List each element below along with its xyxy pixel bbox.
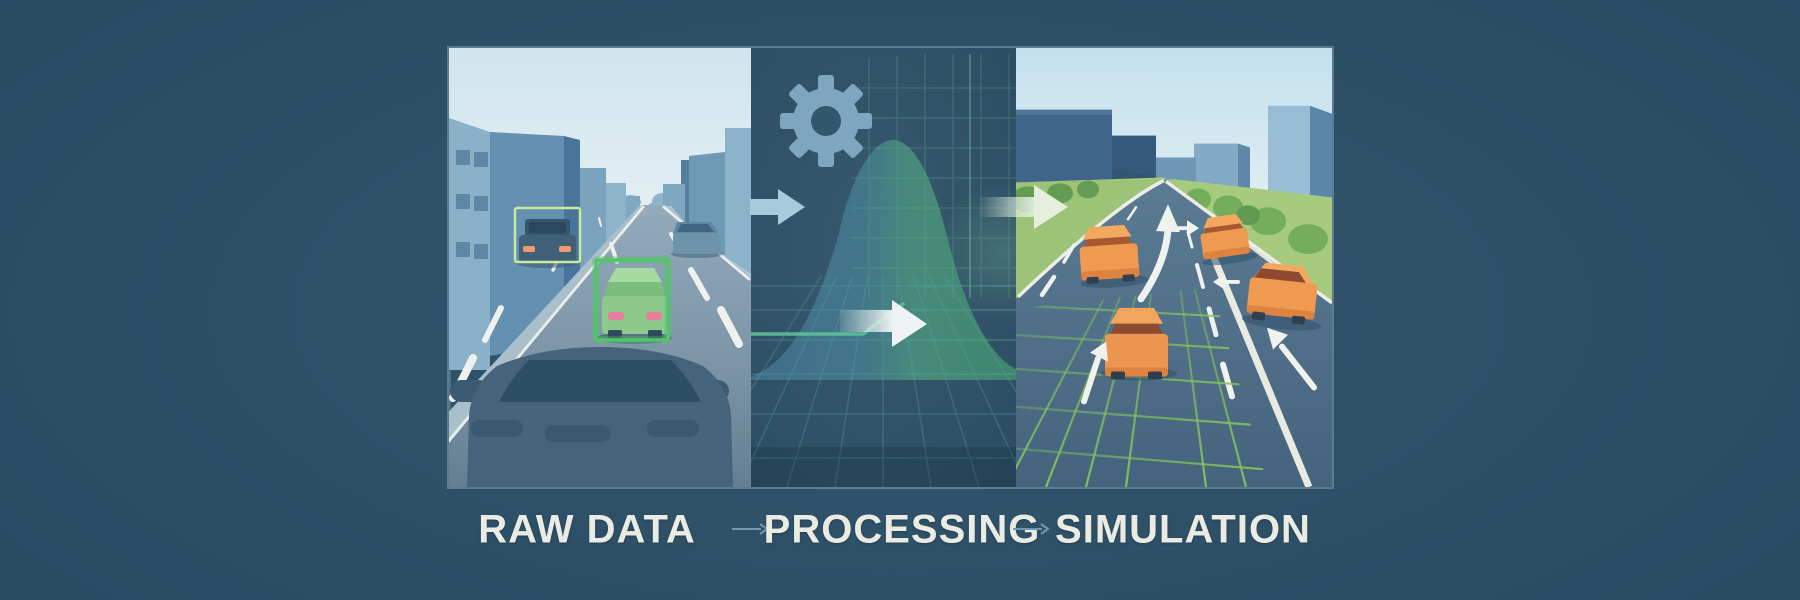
detection-bounding-box-main: [594, 258, 670, 342]
detection-bounding-box-small: [513, 206, 582, 264]
simulated-car-3: [1241, 262, 1322, 331]
bell-curve: [751, 140, 1016, 380]
stage-connector-arrow-icon: [1013, 523, 1050, 535]
processing-scene: [751, 48, 1016, 487]
lane-line-thick: [1208, 251, 1313, 487]
bottom-vignette: [751, 447, 1016, 487]
gear-icon: [780, 75, 872, 167]
ego-car: [450, 347, 733, 487]
simulated-car-4: [1101, 307, 1177, 381]
road-edge-left: [1016, 178, 1165, 299]
stage-label-processing: PROCESSING: [763, 507, 1041, 552]
panel-simulation: [1016, 48, 1332, 487]
raw-data-scene: [449, 48, 751, 487]
stage-label-simulation: SIMULATION: [1055, 507, 1311, 552]
simulated-car-2: [1200, 213, 1258, 266]
detected-car-green: [596, 268, 672, 344]
detected-car-dark: [516, 219, 578, 268]
analysis-grid: [851, 54, 1016, 298]
panel-raw-data: [449, 48, 751, 487]
trajectory-arrows: [1081, 204, 1317, 405]
pipeline-banner: [447, 46, 1334, 489]
car-right-lane: [671, 222, 723, 258]
simulated-car-1: [1079, 224, 1149, 288]
process-arrow: [840, 300, 927, 347]
panel-processing: [751, 48, 1016, 487]
simulation-scene: [1016, 48, 1332, 487]
lane-markings: [1039, 206, 1235, 400]
stage-connector-arrow-icon: [732, 523, 769, 535]
stage-label-raw-data: RAW DATA: [478, 507, 696, 552]
